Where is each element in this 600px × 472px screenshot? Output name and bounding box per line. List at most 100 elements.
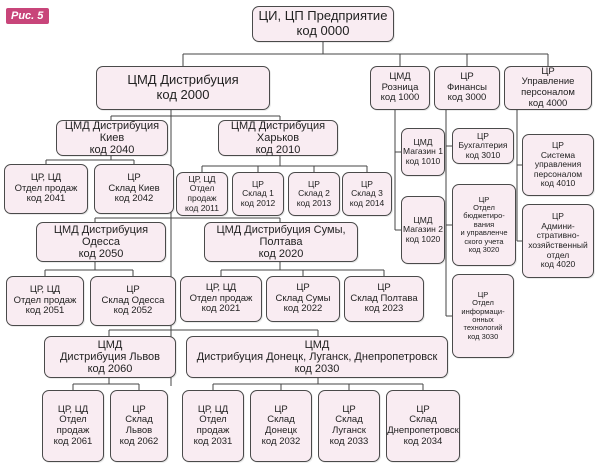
node-line: ЦР	[132, 403, 146, 415]
node-code: код 2023	[364, 303, 404, 315]
node-code: код 2014	[349, 197, 385, 208]
node-line: Отдел продаж	[189, 292, 253, 304]
node-line: Киев	[99, 131, 125, 144]
node-line: Админи-	[541, 220, 575, 231]
node-line: ЦР	[477, 130, 489, 141]
node-line: Склад Одесса	[101, 294, 165, 306]
node-code: код 4000	[528, 97, 568, 109]
node-line: ЦР	[416, 403, 430, 415]
node-line: продаж	[56, 425, 90, 436]
node-line: Магазин 1	[403, 146, 443, 157]
node-line: ЦМД	[389, 71, 411, 83]
node-code: код 4010	[540, 178, 576, 189]
node-line: Отдел	[199, 414, 227, 426]
node-code: код 3010	[465, 149, 501, 160]
node-line: Бухгалтерия	[458, 140, 508, 151]
node-line: персоналом	[533, 168, 583, 179]
node-line: ЦМД Дистрибуция	[127, 72, 239, 88]
node-line: ЦМД	[413, 136, 433, 147]
node-line: ЦР	[460, 71, 474, 83]
node-line: ЦР, ЦД	[188, 173, 216, 184]
node-line: продаж	[187, 193, 217, 203]
node-line: продаж	[196, 425, 230, 436]
node-line: ЦР	[541, 65, 555, 77]
node-line: Склад Сумы	[275, 292, 331, 304]
node-line: ЦР	[552, 140, 564, 151]
node-line: ЦР, ЦД	[30, 172, 62, 184]
node-line: Склад	[125, 414, 153, 426]
node-line: ского учета	[464, 236, 504, 246]
node-code: код 2062	[119, 435, 159, 447]
node-line: Полтава	[259, 235, 303, 248]
node-code: код 2052	[113, 305, 153, 317]
node-line: Одесса	[82, 235, 120, 248]
node-code: код 2031	[193, 435, 233, 447]
node-code: код 2030	[294, 363, 340, 376]
node-line: онных	[472, 315, 494, 324]
node-line: Розница	[381, 81, 419, 93]
node-line: Отдел продаж	[14, 182, 78, 194]
node-line: Отдел	[473, 203, 495, 213]
node-code: код 2032	[261, 435, 301, 447]
node-line: ЦР, ЦД	[197, 403, 229, 415]
node-code: код 2020	[258, 248, 304, 261]
node-line: Склад 3	[351, 188, 383, 199]
node-line: информаци-	[461, 306, 505, 316]
node-line: Склад 1	[242, 188, 274, 199]
node-line: ЦМД Дистрибуция	[230, 119, 326, 132]
node-code: код 2011	[185, 202, 219, 213]
node-line: ЦР, ЦД	[205, 282, 237, 294]
node-line: ЦР	[478, 194, 490, 204]
node-line: Финансы	[447, 81, 487, 93]
node-line: ЦР, ЦД	[29, 284, 61, 296]
node-line: Отдел	[189, 183, 215, 194]
node-code: код 2040	[89, 144, 135, 157]
node-line: Склад 2	[298, 188, 330, 199]
node-code: код 2010	[255, 144, 301, 157]
node-code: код 1000	[380, 92, 420, 104]
node-line: Дистрибуция Донецк, Луганск, Днепропетро…	[196, 350, 438, 363]
node-code: код 2022	[283, 303, 323, 315]
node-code: код 1020	[405, 233, 441, 244]
node-code: код 2041	[26, 193, 66, 205]
node-line: ЦР	[342, 403, 356, 415]
node-line: Отдел	[472, 298, 494, 308]
node-code: код 2060	[87, 363, 133, 376]
node-line: Склад	[409, 414, 437, 426]
node-line: Львов	[125, 425, 153, 436]
node-line: Дистрибуция Львов	[59, 350, 161, 363]
node-line: ЦР	[361, 178, 373, 189]
node-line: персоналом	[521, 87, 575, 98]
node-code: код 0000	[296, 23, 350, 38]
node-code: код 3030	[467, 331, 499, 341]
node-code: код 2012	[240, 197, 276, 208]
node-code: код 2061	[53, 435, 93, 447]
node-line: ЦМД Дистрибуция	[53, 223, 149, 236]
node-code: код 2042	[114, 193, 154, 205]
node-line: Склад Полтава	[350, 292, 418, 304]
